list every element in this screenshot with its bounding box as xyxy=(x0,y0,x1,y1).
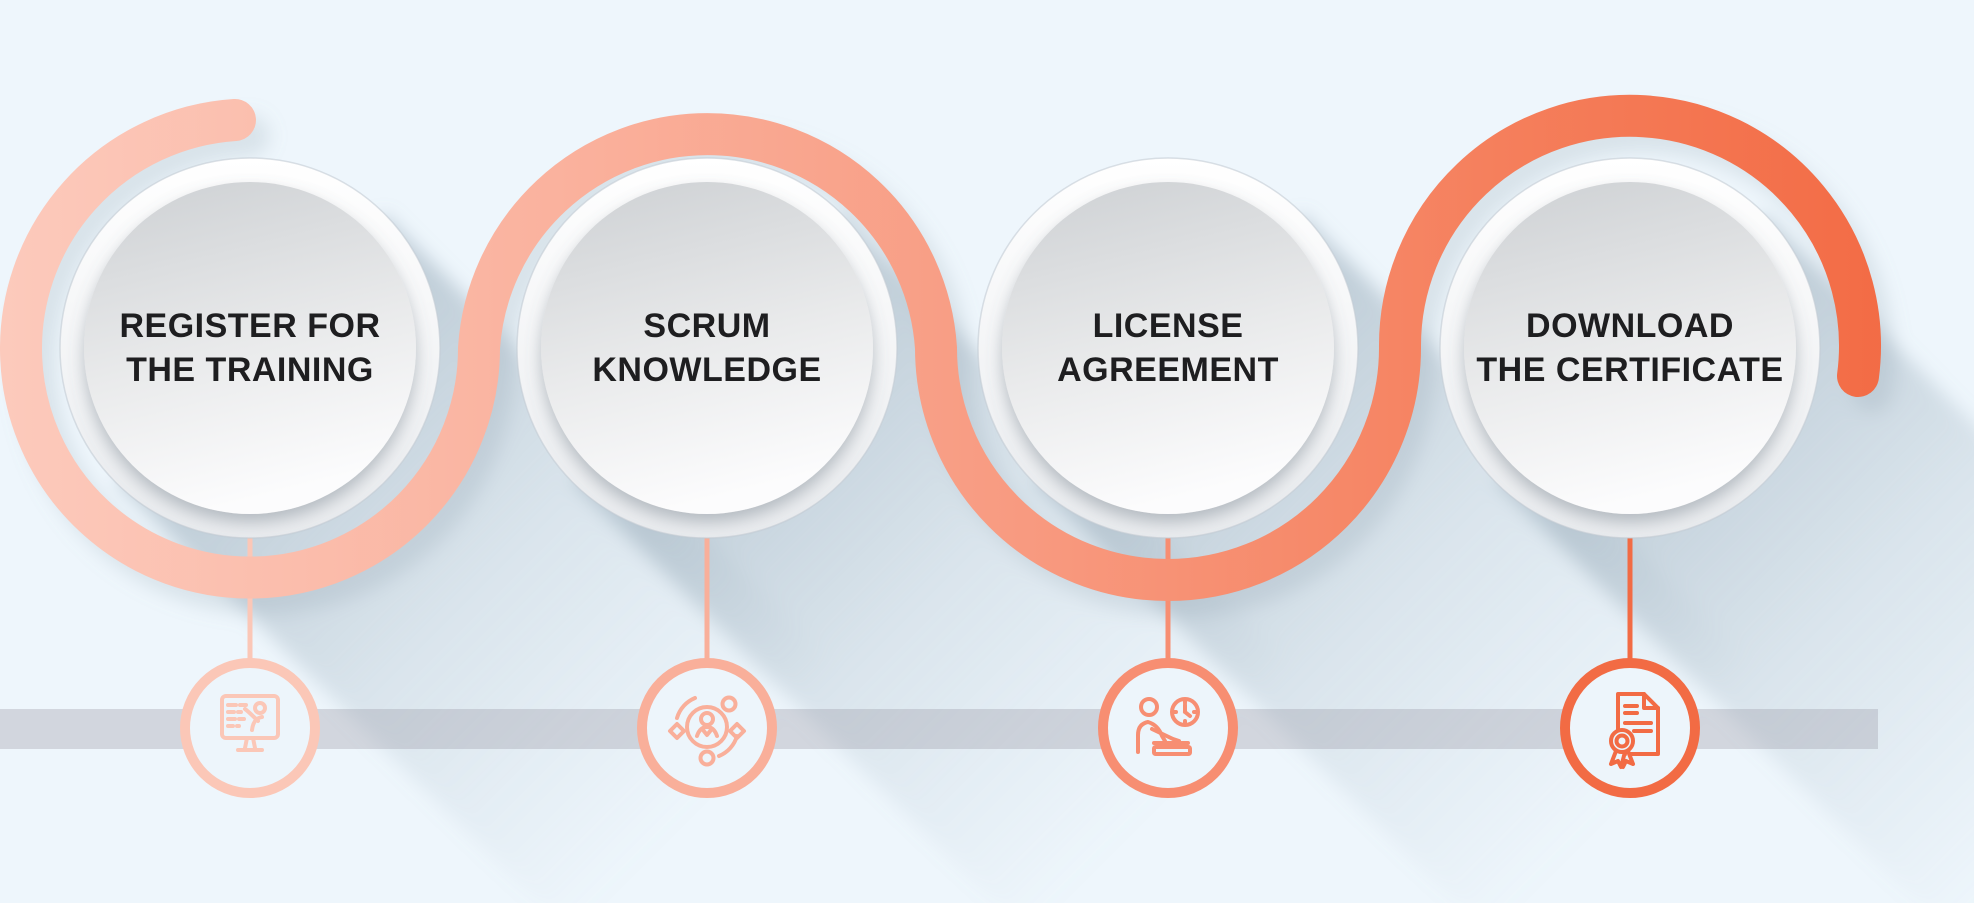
exam-desk-clock-icon xyxy=(1136,697,1200,756)
step-circle-1: REGISTER FOR THE TRAINING xyxy=(59,157,441,539)
step-label-2-line-1: SCRUM xyxy=(643,307,770,345)
step-label-2-line-2: KNOWLEDGE xyxy=(592,351,821,389)
step-circle-1-face xyxy=(84,182,416,514)
step-circle-4-face xyxy=(1464,182,1796,514)
step-label-1-line-2: THE TRAINING xyxy=(126,351,374,389)
step-circle-2-face xyxy=(541,182,873,514)
step-circle-2: SCRUM KNOWLEDGE xyxy=(516,157,898,539)
step-label-1-line-1: REGISTER FOR xyxy=(119,307,380,345)
step-label-3-line-2: AGREEMENT xyxy=(1057,351,1279,389)
step-circle-3: LICENSE AGREEMENT xyxy=(977,157,1359,539)
icon-medallions xyxy=(180,658,1700,798)
scrum-team-icon xyxy=(668,695,746,767)
step-label-4-line-2: THE CERTIFICATE xyxy=(1476,351,1783,389)
certificate-icon xyxy=(1609,692,1660,769)
icon-ring-4 xyxy=(1560,658,1700,798)
icon-ring-3 xyxy=(1098,658,1238,798)
progress-arc xyxy=(0,94,1881,601)
step-label-4-line-1: DOWNLOAD xyxy=(1526,307,1734,345)
step-circle-3-face xyxy=(1002,182,1334,514)
step-label-3-line-1: LICENSE xyxy=(1093,307,1244,345)
step-circle-4: DOWNLOAD THE CERTIFICATE xyxy=(1439,157,1821,539)
icon-ring-1 xyxy=(180,658,320,798)
training-presentation-icon xyxy=(220,694,280,752)
step-circles: REGISTER FOR THE TRAINING SCRUM KNOWLEDG… xyxy=(59,157,1821,539)
